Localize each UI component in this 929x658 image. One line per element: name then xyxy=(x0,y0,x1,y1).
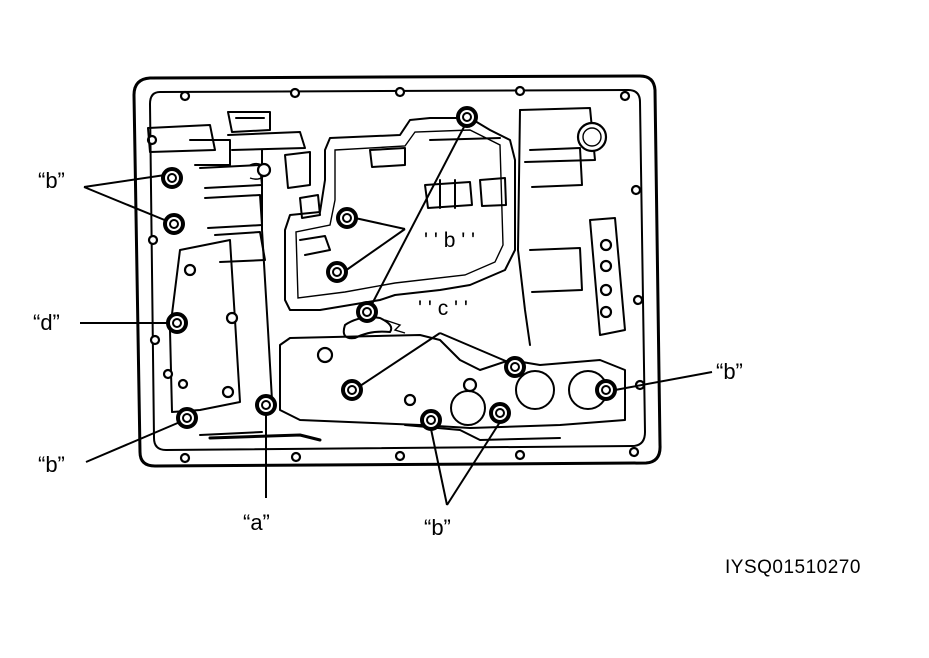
callout-b-center: ' ' b ' ' xyxy=(424,229,476,252)
pan-outer-outline xyxy=(132,74,662,468)
callout-d: “d” xyxy=(33,310,60,335)
bolts xyxy=(161,106,617,431)
callout-b-lower-left: “b” xyxy=(38,452,65,477)
figure-code: IYSQ01510270 xyxy=(725,557,861,578)
center-channel xyxy=(284,117,516,311)
callout-b-bottom: “b” xyxy=(424,515,451,540)
leader-lines xyxy=(80,124,713,506)
callout-b-upper-left: “b” xyxy=(38,168,65,193)
callout-c-center: ' ' c ' ' xyxy=(418,297,468,320)
callout-b-right: “b” xyxy=(716,359,743,384)
left-valve-plate xyxy=(169,239,241,413)
pan-inner-outline xyxy=(149,89,646,451)
perimeter-holes xyxy=(146,85,646,464)
callout-a: “a” xyxy=(243,510,270,535)
